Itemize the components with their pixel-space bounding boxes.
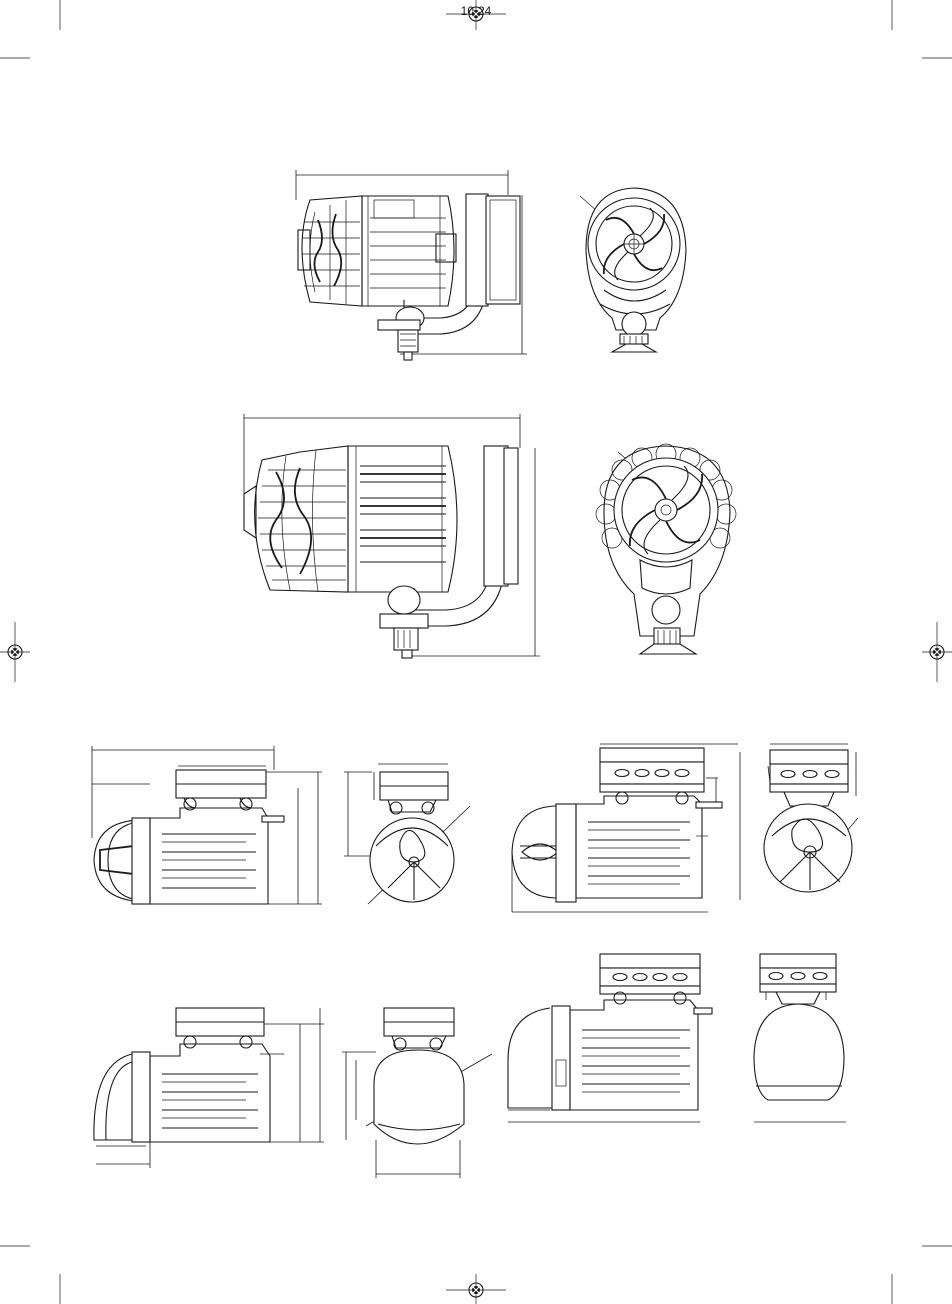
registration-mark-left [0,622,30,682]
registration-mark-right [922,622,952,682]
pump-large-front-view [580,188,686,352]
pump-c-side-view [94,1008,324,1168]
pump-a-front-view [344,764,470,904]
pump-b-front-view [764,744,858,892]
pump-xl-side-view [244,414,540,658]
pump-d-front-view [754,954,846,1122]
registration-mark-top [446,0,506,30]
pump-a-side-view [92,746,322,904]
pump-large-side-view [296,170,527,360]
pump-c-front-view [342,1008,492,1178]
pump-b-side-view [512,744,740,912]
pump-d-side-view [508,954,712,1122]
registration-mark-bottom [446,1274,506,1304]
pump-xl-front-view [596,444,736,654]
